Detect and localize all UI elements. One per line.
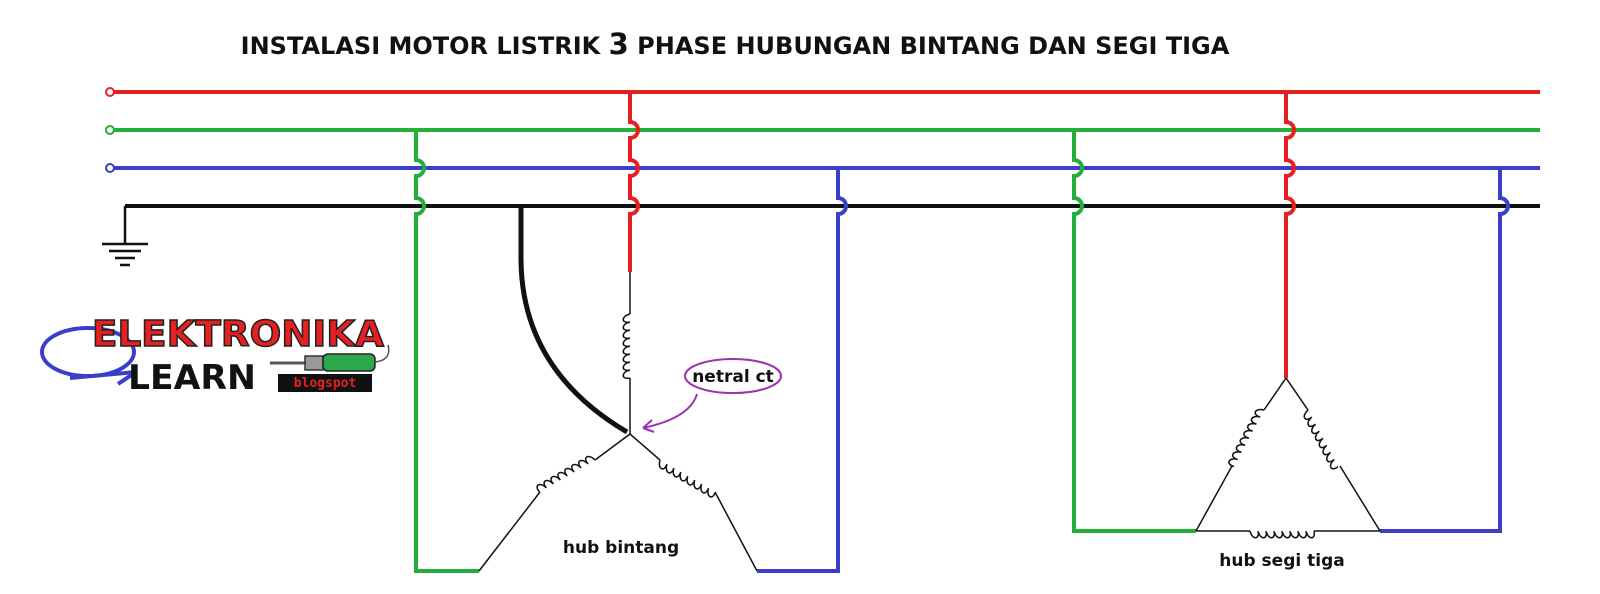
callout-text: netral ct [692, 367, 774, 387]
brand-logo: ELEKTRONIKA LEARN blogspot [40, 313, 390, 398]
star-windings [478, 272, 758, 572]
ground-symbol-icon [102, 206, 148, 267]
logo-tag-bg [278, 374, 372, 392]
title-part-1: INSTALASI MOTOR LISTRIK [241, 32, 609, 60]
star-neutral-wire [518, 206, 629, 435]
page-title: INSTALASI MOTOR LISTRIK 3 PHASE HUBUNGAN… [241, 27, 1230, 61]
coil-icon [622, 313, 631, 380]
star-phase-t-wire [757, 168, 848, 573]
star-phase-s-wire [414, 130, 479, 573]
star-label: hub bintang [563, 538, 679, 558]
delta-phase-s-wire [1072, 130, 1196, 533]
terminal-s [105, 125, 115, 135]
title-number: 3 [609, 27, 629, 61]
supply-bus-lines [114, 90, 1540, 208]
star-phase-r-wire [628, 92, 640, 272]
callout-arrow [642, 393, 698, 433]
neutral-callout: netral ct [642, 358, 782, 433]
callout-bubble [684, 358, 782, 394]
supply-terminals [105, 87, 115, 173]
logo-tag: blogspot [294, 376, 357, 391]
logo-elektronika: ELEKTRONIKA [92, 314, 384, 355]
delta-phase-r-wire [1284, 92, 1296, 378]
title-part-2: PHASE HUBUNGAN BINTANG DAN SEGI TIGA [629, 32, 1230, 60]
soldering-iron-icon [270, 344, 390, 372]
logo-swoosh-arrow [69, 370, 138, 386]
terminal-r [105, 87, 115, 97]
delta-phase-t-wire [1380, 168, 1510, 533]
delta-label: hub segi tiga [1219, 551, 1344, 571]
terminal-t [105, 163, 115, 173]
logo-learn: LEARN [128, 358, 256, 398]
delta-windings [1195, 377, 1381, 539]
